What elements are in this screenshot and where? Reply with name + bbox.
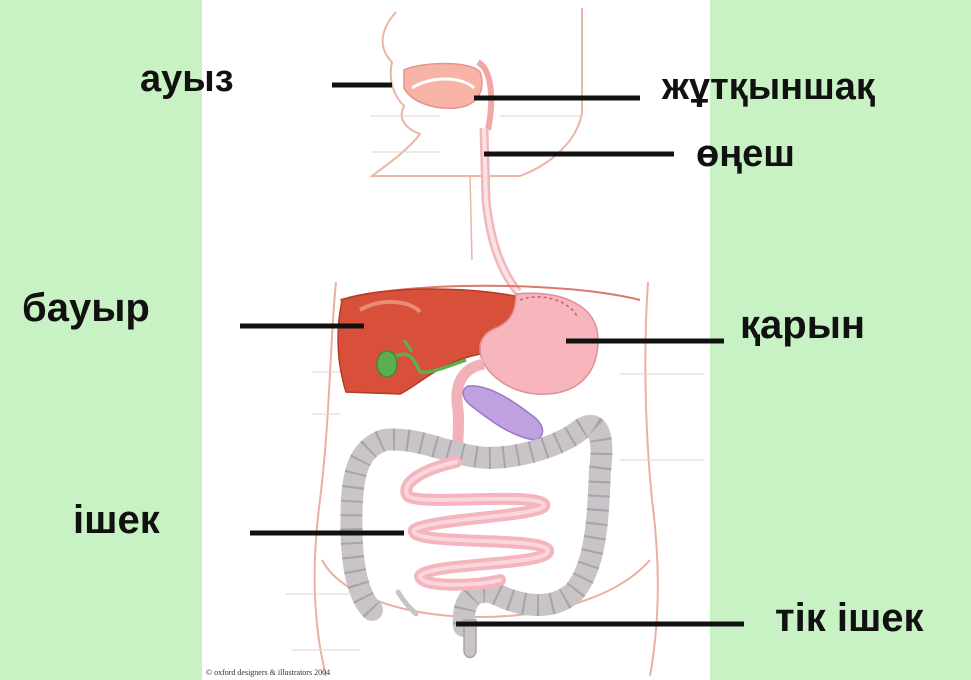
label-rectum: тік ішек <box>775 598 924 638</box>
label-mouth: ауыз <box>140 60 234 98</box>
label-stomach: қарын <box>740 305 865 345</box>
label-intestine: ішек <box>73 500 160 540</box>
label-esophagus: өңеш <box>696 135 795 173</box>
label-liver: бауыр <box>22 288 150 328</box>
gallbladder-organ <box>377 351 397 377</box>
label-pharynx: жұтқыншақ <box>662 68 875 106</box>
neck-outline <box>470 176 472 260</box>
copyright-credit: © oxford designers & illustrators 2004 <box>206 668 330 677</box>
appendix <box>398 592 416 614</box>
